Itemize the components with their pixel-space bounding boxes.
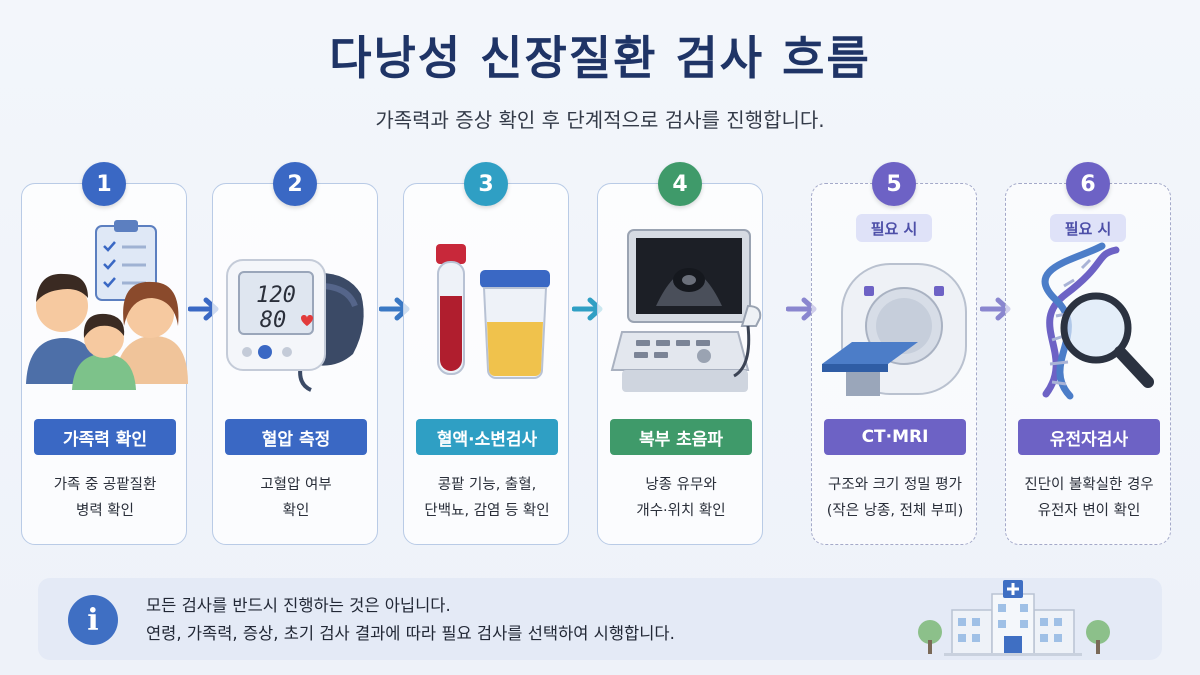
info-note-line2: 연령, 가족력, 증상, 초기 검사 결과에 따라 필요 검사를 선택하여 시행… — [146, 624, 675, 643]
ct-scanner-icon — [822, 263, 967, 396]
ultrasound-machine-icon — [610, 229, 762, 392]
step-number-3: 3 — [464, 162, 508, 206]
step-number-2: 2 — [273, 162, 317, 206]
step-card-1: 1 가족력 확인 가족 중 공팥질환 병력 확인 — [21, 162, 188, 545]
hospital-icon — [918, 580, 1110, 656]
step-desc-4-line2: 개수·위치 확인 — [636, 503, 726, 519]
step-card-6: 6 필요 시 유전자검사 진단이 불확실한 경우 유전자 변이 확인 — [1005, 162, 1171, 545]
step-card-4: 4 복부 초음파 낭종 유무와 개수·위치 확인 — [597, 162, 763, 545]
step-desc-2-line1: 고혈압 여부 — [260, 477, 332, 493]
step-card-5: 5 필요 시 CT·MRI 구조와 크기 정밀 평가 (작은 낭종, 전체 부피… — [811, 162, 977, 545]
step-desc-4: 낭종 유무와 개수·위치 확인 — [602, 472, 760, 524]
step-number-1: 1 — [82, 162, 126, 206]
blood-pressure-monitor-icon: 120 80 — [226, 259, 364, 392]
step-desc-5-line1: 구조와 크기 정밀 평가 — [828, 477, 962, 493]
step-desc-6: 진단이 불확실한 경우 유전자 변이 확인 — [1010, 472, 1168, 524]
page-subtitle: 가족력과 증상 확인 후 단계적으로 검사를 진행합니다. — [375, 108, 825, 132]
step-desc-3-line2: 단백뇨, 감염 등 확인 — [424, 503, 550, 519]
optional-badge: 필요 시 — [856, 214, 932, 242]
step-number-5: 5 — [872, 162, 916, 206]
info-note-line1: 모든 검사를 반드시 진행하는 것은 아닙니다. — [146, 596, 451, 615]
step-label-4: 복부 초음파 — [610, 419, 752, 455]
step-desc-3-line1: 콩팥 기능, 출혈, — [437, 477, 537, 493]
step-desc-3: 콩팥 기능, 출혈, 단백뇨, 감염 등 확인 — [408, 472, 566, 524]
info-note: i 모든 검사를 반드시 진행하는 것은 아닙니다. 연령, 가족력, 증상, … — [38, 578, 1162, 660]
step-desc-2: 고혈압 여부 확인 — [217, 472, 375, 524]
optional-badge: 필요 시 — [1050, 214, 1126, 242]
step-desc-1-line1: 가족 중 공팥질환 — [53, 477, 157, 493]
step-label-3: 혈액·소변검사 — [416, 419, 558, 455]
step-desc-1: 가족 중 공팥질환 병력 확인 — [26, 472, 184, 524]
step-desc-5: 구조와 크기 정밀 평가 (작은 낭종, 전체 부피) — [816, 472, 974, 524]
step-desc-1-line2: 병력 확인 — [76, 503, 134, 519]
dna-magnifier-icon — [1041, 242, 1154, 400]
step-desc-5-line2: (작은 낭종, 전체 부피) — [826, 503, 964, 519]
test-tubes-icon — [436, 244, 550, 379]
step-label-6: 유전자검사 — [1018, 419, 1160, 455]
family-icon — [26, 220, 188, 390]
step-label-1: 가족력 확인 — [34, 419, 176, 455]
step-card-2: 2 120 80 혈압 측정 고혈압 여부 확인 — [212, 162, 378, 545]
bp-systolic: 120 — [256, 283, 296, 308]
step-desc-4-line1: 낭종 유무와 — [645, 477, 717, 493]
step-desc-6-line1: 진단이 불확실한 경우 — [1024, 477, 1154, 493]
info-icon: i — [68, 595, 118, 645]
step-label-2: 혈압 측정 — [225, 419, 367, 455]
step-number-4: 4 — [658, 162, 702, 206]
step-number-6: 6 — [1066, 162, 1110, 206]
page-title: 다낭성 신장질환 검사 흐름 — [329, 31, 871, 85]
step-desc-6-line2: 유전자 변이 확인 — [1037, 503, 1141, 519]
step-label-5: CT·MRI — [824, 419, 966, 455]
step-desc-2-line2: 확인 — [282, 503, 310, 519]
step-card-3: 3 혈액·소변검사 콩팥 기능, 출혈, 단백뇨, 감염 등 확인 — [403, 162, 569, 545]
info-note-text: 모든 검사를 반드시 진행하는 것은 아닙니다. 연령, 가족력, 증상, 초기… — [146, 592, 675, 648]
bp-diastolic: 80 — [260, 308, 287, 333]
